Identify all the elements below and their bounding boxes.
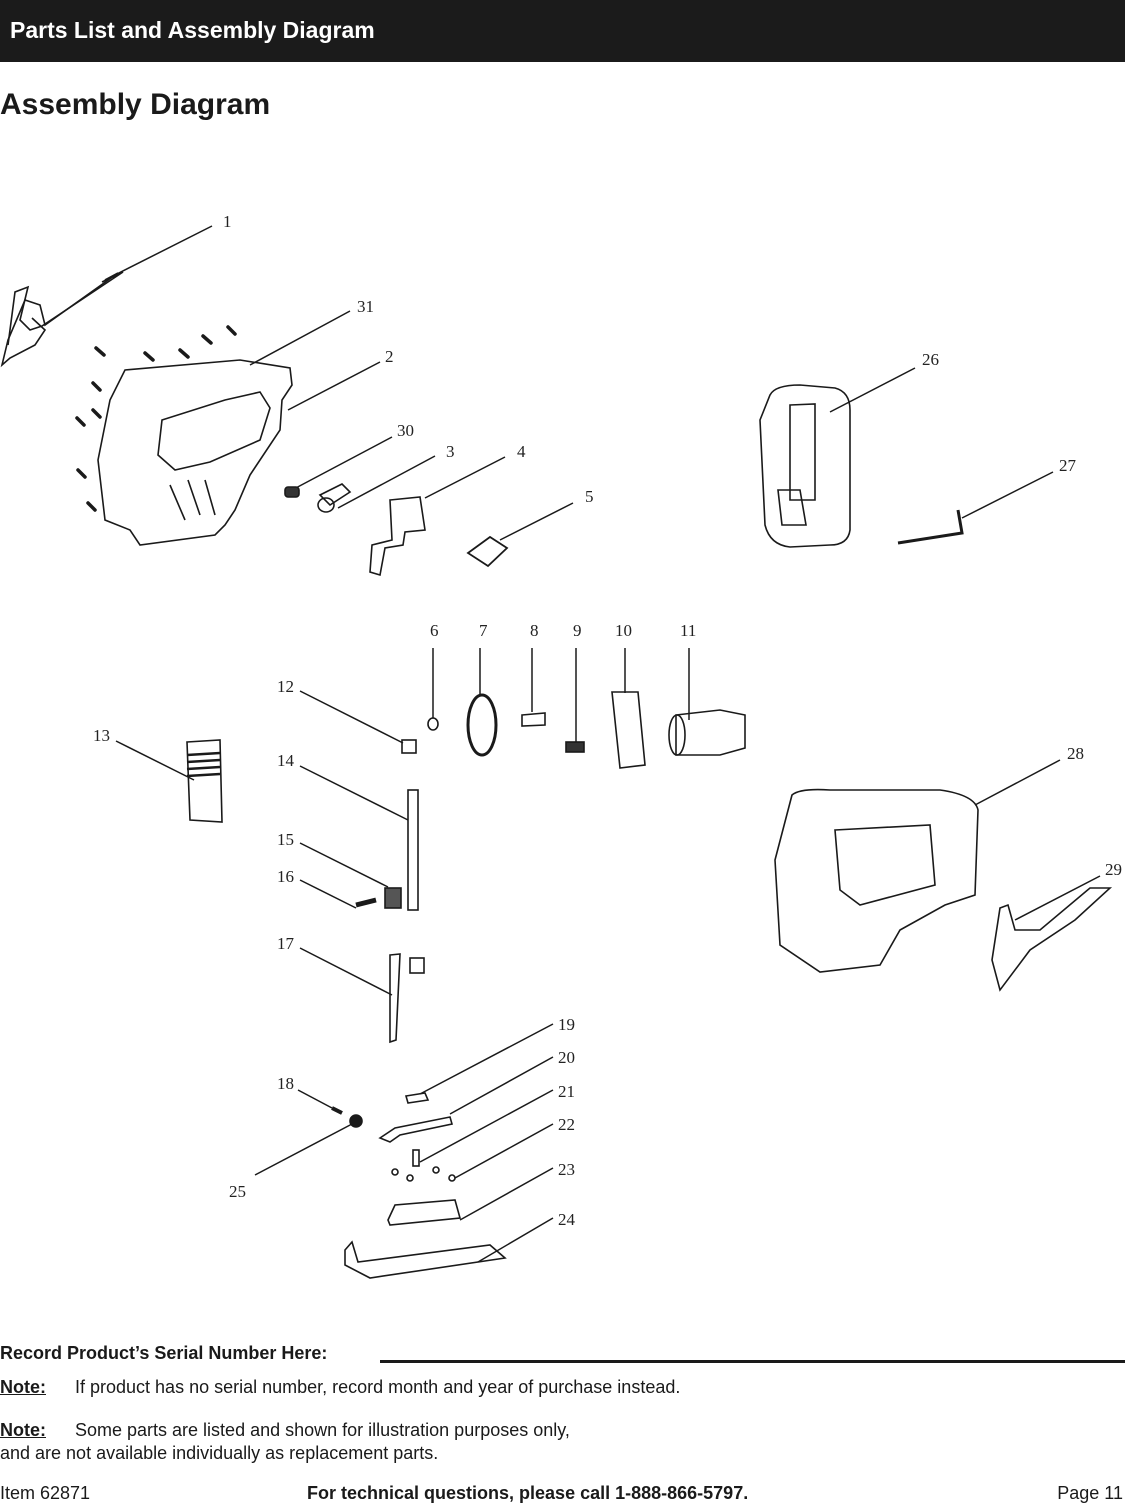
callout-part-10: 10 (615, 621, 632, 640)
callout-part-17: 17 (277, 934, 294, 953)
callout-part-12: 12 (277, 677, 294, 696)
leader-lines (104, 225, 1101, 1263)
callout-part-2: 2 (385, 347, 394, 366)
part-13-cover (186, 739, 223, 823)
callout-part-13: 13 (93, 726, 110, 745)
part-30-spring (284, 486, 300, 498)
callout-part-21: 21 (558, 1082, 575, 1101)
callout-part-7: 7 (479, 621, 488, 640)
part-2-housing (97, 359, 293, 546)
callout-part-23: 23 (558, 1160, 575, 1179)
callout-part-20: 20 (558, 1048, 575, 1067)
note-1-text: If product has no serial number, record … (75, 1377, 681, 1397)
part-25-ball (349, 1114, 363, 1128)
callout-part-1: 1 (223, 212, 232, 231)
diagram-drawing (0, 225, 1113, 1279)
note-2-text: Some parts are listed and shown for illu… (75, 1420, 570, 1440)
serial-number-row: Record Product’s Serial Number Here: (0, 1343, 1125, 1367)
serial-number-line (380, 1360, 1125, 1363)
part-19-nut (404, 1092, 430, 1104)
footer-help-line: For technical questions, please call 1-8… (307, 1483, 749, 1503)
callout-part-25: 25 (229, 1182, 246, 1201)
callout-part-18: 18 (277, 1074, 294, 1093)
assembly-diagram: 1 31 2 30 3 4 5 26 27 6 7 8 9 10 11 12 13 14 15 16 17 28 29 19 2… (0, 140, 1125, 1310)
part-6-nut (427, 717, 439, 731)
callout-part-4: 4 (517, 442, 526, 461)
screws-31 (75, 325, 237, 512)
part-9-spring (565, 741, 585, 753)
serial-number-label: Record Product’s Serial Number Here: (0, 1343, 328, 1363)
callout-part-28: 28 (1067, 744, 1084, 763)
footer-page-number: Page 11 (1057, 1483, 1123, 1503)
section-title: Assembly Diagram (0, 88, 271, 121)
callout-part-24: 24 (558, 1210, 575, 1229)
part-17-clamp (389, 953, 401, 1044)
header-title: Parts List and Assembly Diagram (10, 17, 375, 43)
footer-item-number: Item 62871 (0, 1483, 91, 1503)
callout-part-16: 16 (277, 867, 294, 886)
part-29-side-plate (991, 887, 1113, 992)
callout-part-6: 6 (430, 621, 439, 640)
callout-part-19: 19 (558, 1015, 575, 1034)
callout-part-3: 3 (446, 442, 455, 461)
note-2-continuation: and are not available individually as re… (0, 1443, 439, 1463)
callout-part-15: 15 (277, 830, 294, 849)
part-7-gear (466, 693, 498, 757)
part-15-bearing-block (384, 887, 402, 909)
callout-part-14: 14 (277, 751, 294, 770)
part-23-bracket (387, 1199, 462, 1226)
part-20-lever (378, 1116, 454, 1143)
part-28-body (774, 788, 979, 973)
callout-part-8: 8 (530, 621, 539, 640)
callout-part-5: 5 (585, 487, 594, 506)
part-21-screw (412, 1149, 420, 1167)
callout-part-22: 22 (558, 1115, 575, 1134)
part-27-hex-key (897, 509, 964, 545)
note-2-key: Note: (0, 1420, 46, 1440)
callout-part-30: 30 (397, 421, 414, 440)
part-4-switch (369, 496, 426, 577)
part-26-battery (759, 384, 851, 548)
note-1-key: Note: (0, 1377, 46, 1397)
callout-part-31: 31 (357, 297, 374, 316)
part-18-pin (331, 1106, 343, 1115)
callout-part-29: 29 (1105, 860, 1122, 879)
part-14-rod (407, 789, 419, 911)
part-8-bearing (521, 712, 546, 727)
part-5-block (466, 535, 509, 568)
part-10-plate (611, 691, 646, 769)
part-12-block (401, 739, 417, 754)
part-24-base (344, 1240, 507, 1279)
part-16-screw (355, 897, 377, 908)
callout-part-27: 27 (1059, 456, 1076, 475)
callout-part-9: 9 (573, 621, 582, 640)
part-11-motor (675, 709, 746, 756)
note-1: Note: If product has no serial number, re… (0, 1377, 680, 1398)
part-22-screws (391, 1166, 456, 1182)
part-3-lever (317, 483, 352, 513)
note-2: Note: Some parts are listed and shown for… (0, 1420, 570, 1441)
header-bar: Parts List and Assembly Diagram (0, 0, 1125, 62)
callout-part-11: 11 (680, 621, 697, 640)
callout-part-26: 26 (922, 350, 939, 369)
